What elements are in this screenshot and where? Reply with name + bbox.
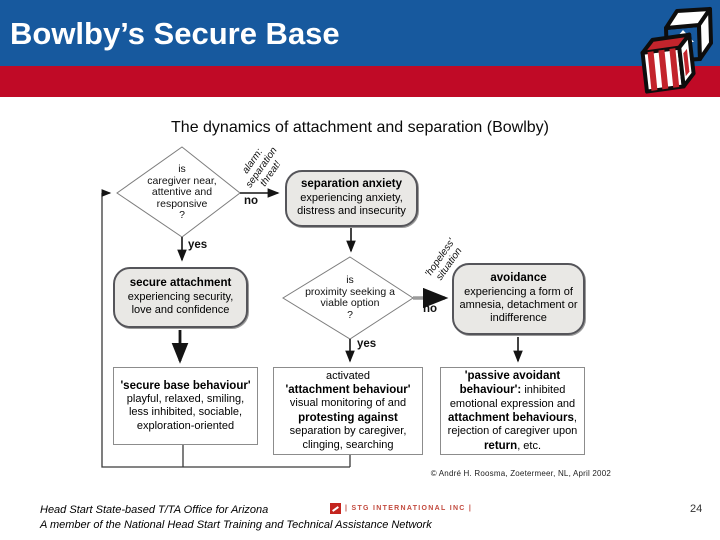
label-no-2: no <box>423 303 438 315</box>
label-yes-1: yes <box>188 239 208 251</box>
decision-caregiver-text: is caregiver near, attentive and respons… <box>147 163 217 222</box>
slide-title: Bowlby’s Secure Base <box>10 16 340 51</box>
attachment-flowchart: The dynamics of attachment and separatio… <box>85 115 635 495</box>
stg-mark-icon <box>330 503 341 514</box>
page-number: 24 <box>690 503 703 515</box>
diagram-title: The dynamics of attachment and separatio… <box>171 119 549 136</box>
feedback-loop-line <box>101 193 351 468</box>
blocks-logo-icon <box>640 7 713 94</box>
stg-international-logo: | STG INTERNATIONAL INC | <box>330 503 472 514</box>
diagram-copyright: © André H. Roosma, Zoetermeer, NL, April… <box>430 469 611 478</box>
red-accent-bar <box>0 66 720 97</box>
flowchart-connectors <box>101 146 523 468</box>
secure-base-behaviour-box: 'secure base behaviour'playful, relaxed,… <box>113 367 258 445</box>
header-bar <box>0 0 720 66</box>
passive-avoidant-behaviour-box: 'passive avoidant behaviour': inhibited … <box>440 367 585 455</box>
decision-proximity-text: is proximity seeking a viable option ? <box>305 274 395 321</box>
label-yes-2: yes <box>357 338 377 350</box>
stg-logo-text: | STG INTERNATIONAL INC | <box>345 505 473 512</box>
footer-line-2: A member of the National Head Start Trai… <box>40 519 432 531</box>
attachment-behaviour-box: activated'attachment behaviour'visual mo… <box>273 367 423 455</box>
label-no-1: no <box>244 195 259 207</box>
footer-line-1: Head Start State-based T/TA Office for A… <box>40 504 269 516</box>
